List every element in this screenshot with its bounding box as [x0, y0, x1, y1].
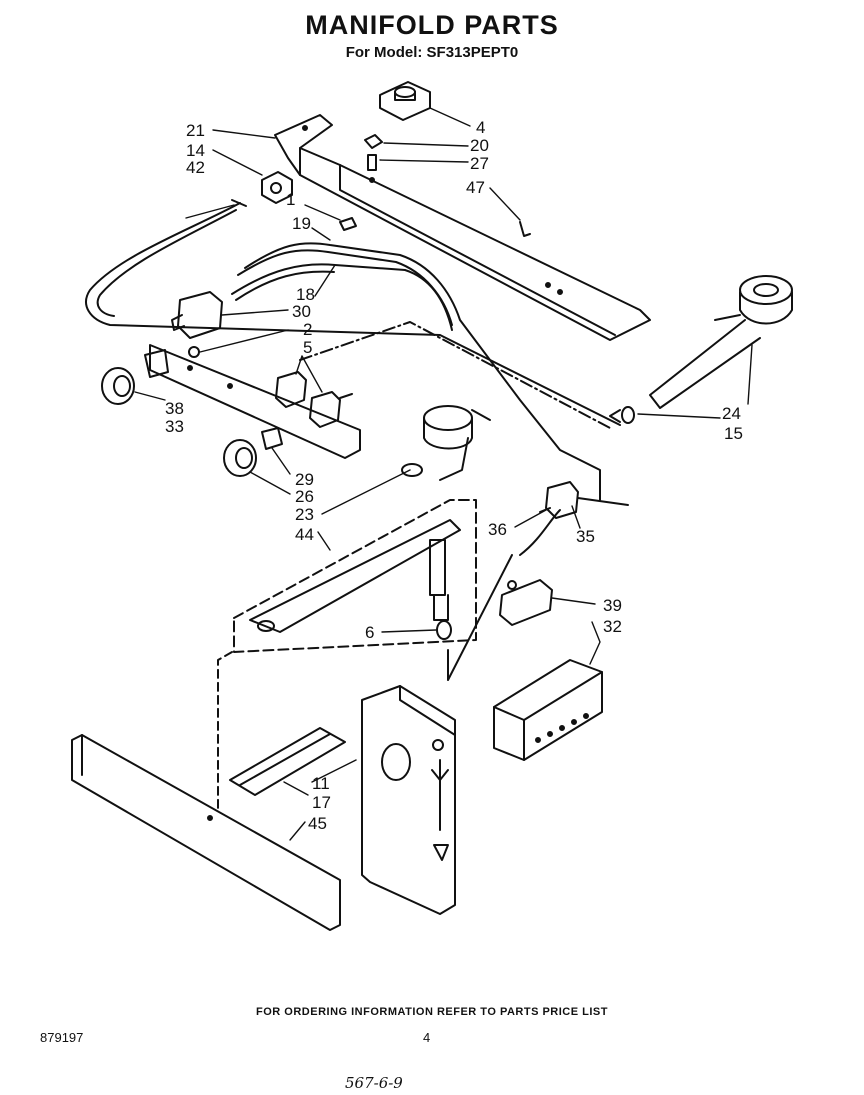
callout-15: 15 — [724, 424, 743, 443]
leader-lines — [134, 107, 753, 841]
callout-24: 24 — [722, 404, 741, 423]
callout-32: 32 — [603, 617, 622, 636]
callout-23: 23 — [295, 505, 314, 524]
valve-part-36 — [539, 481, 629, 519]
callout-5: 5 — [303, 338, 312, 357]
callout-20: 20 — [470, 136, 489, 155]
tube-part-19 — [237, 242, 601, 501]
manifold-rail — [149, 344, 361, 459]
clip-part-1 — [339, 217, 357, 231]
callout-18: 18 — [296, 285, 315, 304]
thermostat-part-39 — [499, 509, 561, 626]
knob-part-38 — [101, 349, 169, 405]
callout-30: 30 — [292, 302, 311, 321]
callout-42: 42 — [186, 158, 205, 177]
callout-38: 38 — [165, 399, 184, 418]
callout-14: 14 — [186, 141, 205, 160]
callout-26: 26 — [295, 487, 314, 506]
callout-39: 39 — [603, 596, 622, 615]
callout-labels: 21 14 42 4 20 27 47 1 19 18 30 2 5 38 33… — [165, 118, 743, 833]
back-panel — [361, 685, 456, 915]
callout-2: 2 — [303, 320, 312, 339]
burner-part-23 — [401, 405, 491, 481]
valves-part-5 — [275, 371, 353, 428]
ordering-note: FOR ORDERING INFORMATION REFER TO PARTS … — [256, 1006, 608, 1018]
callout-36: 36 — [488, 520, 507, 539]
callout-44: 44 — [295, 525, 314, 544]
handwritten-note: 567-6-9 — [345, 1074, 403, 1092]
callout-6: 6 — [365, 623, 374, 642]
dash-guide-left — [217, 651, 233, 811]
callout-27: 27 — [470, 154, 489, 173]
knob-part-29 — [223, 427, 283, 477]
valve-part-30 — [171, 291, 223, 358]
dash-dot-guide — [299, 321, 611, 429]
front-panel-part-45 — [71, 734, 341, 931]
manifold-pipe-part-42 — [85, 199, 621, 426]
page-title: MANIFOLD PARTS — [305, 10, 559, 40]
callout-21: 21 — [186, 121, 205, 140]
burner-cap-part-4 — [379, 81, 431, 121]
page-number: 4 — [423, 1030, 431, 1045]
document-number: 879197 — [40, 1030, 84, 1045]
callout-35: 35 — [576, 527, 595, 546]
callout-33: 33 — [165, 417, 184, 436]
callout-17: 17 — [312, 793, 331, 812]
callout-29: 29 — [295, 470, 314, 489]
callout-45: 45 — [308, 814, 327, 833]
callout-11: 11 — [312, 774, 330, 793]
callout-4: 4 — [476, 118, 485, 137]
bracket-part-14 — [261, 171, 293, 204]
top-bracket-part-21 — [274, 114, 651, 341]
burner-part-24 — [649, 275, 793, 409]
model-subtitle: For Model: SF313PEPT0 — [345, 44, 519, 61]
guide-line-6 — [447, 554, 513, 681]
strip-part-11 — [229, 727, 346, 796]
bracket-part-44 — [249, 519, 461, 633]
orifice-parts-20-27 — [364, 134, 383, 183]
callout-47: 47 — [466, 178, 485, 197]
clip-part-47 — [519, 221, 531, 237]
orifice-part-6 — [436, 620, 452, 640]
fitting-part-15 — [609, 406, 635, 424]
dashed-box-part-44 — [233, 499, 477, 653]
callout-19: 19 — [292, 214, 311, 233]
box-part-32 — [493, 659, 603, 761]
callout-1: 1 — [286, 190, 295, 209]
